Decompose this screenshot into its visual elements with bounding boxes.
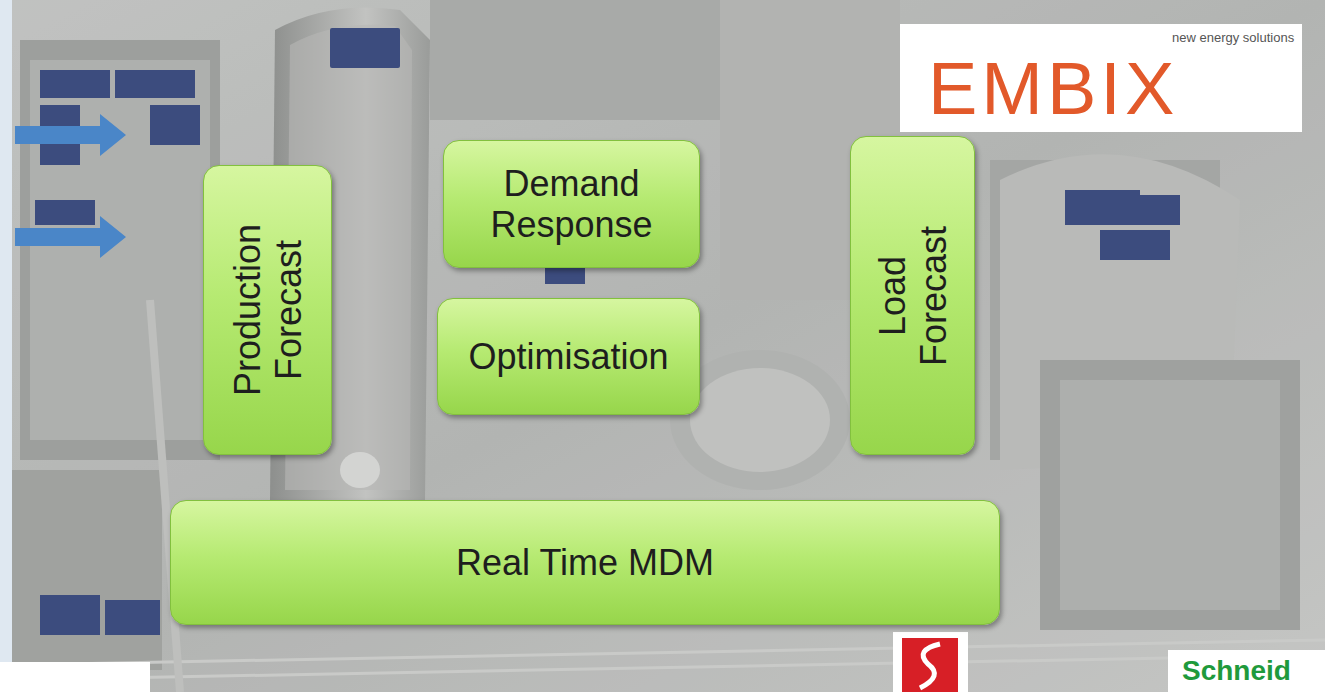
process-box: Optimisation xyxy=(437,298,700,415)
solar-panels xyxy=(40,70,110,98)
logo-footer-patches xyxy=(0,650,1325,692)
logo-tagline: new energy solutions xyxy=(1172,31,1294,44)
logo-footer-patches xyxy=(0,662,150,692)
buildings xyxy=(340,452,380,488)
solar-panels xyxy=(330,28,400,68)
input-arrows xyxy=(15,114,126,258)
box-text: Load Forecast xyxy=(871,196,954,396)
logo-panel xyxy=(900,24,1302,132)
buildings xyxy=(20,40,220,460)
buildings xyxy=(1060,380,1280,610)
buildings xyxy=(12,470,162,670)
road xyxy=(12,655,1325,680)
input-arrows xyxy=(15,216,126,258)
logo-footer-patches xyxy=(1168,650,1325,692)
buildings xyxy=(30,60,210,440)
buildings xyxy=(430,0,730,120)
box-text: Production Forecast xyxy=(226,210,309,410)
photo-ground xyxy=(12,0,1325,692)
logo-wordmark: EMBIX xyxy=(928,52,1178,126)
solar-panels xyxy=(1100,230,1170,260)
box-text: Optimisation xyxy=(449,336,689,377)
red-logo xyxy=(893,632,968,692)
solar-panels xyxy=(545,268,585,284)
logo-wordmark: Schneid xyxy=(1182,657,1291,685)
buildings xyxy=(690,368,830,472)
solar-panels xyxy=(40,595,100,635)
platform-bar: Real Time MDM xyxy=(170,500,1000,625)
solar-panels xyxy=(1140,195,1180,225)
solar-panels xyxy=(1065,190,1140,225)
buildings xyxy=(12,0,1300,670)
solar-panels xyxy=(35,200,95,225)
solar-panels xyxy=(115,70,195,98)
box-label: Load Forecast xyxy=(871,196,954,396)
input-arrows xyxy=(15,114,126,156)
box-label: Real Time MDM xyxy=(235,542,935,583)
box-text: Demand Response xyxy=(467,163,677,246)
road xyxy=(150,300,180,692)
red-logo xyxy=(902,638,958,692)
box-label: Optimisation xyxy=(449,336,689,377)
forecast-box: Production Forecast xyxy=(203,165,332,455)
process-box: Demand Response xyxy=(443,140,700,268)
road xyxy=(12,640,1325,665)
box-text: Real Time MDM xyxy=(235,542,935,583)
box-label: Demand Response xyxy=(467,163,677,246)
logo-panel xyxy=(900,24,1302,132)
box-label: Production Forecast xyxy=(226,210,309,410)
buildings xyxy=(1040,360,1300,630)
solar-panels xyxy=(35,28,1180,635)
red-logo xyxy=(893,632,968,692)
photo-ground xyxy=(12,0,1325,692)
forecast-box: Load Forecast xyxy=(850,136,975,455)
solar-panels xyxy=(150,105,200,145)
photo-ground xyxy=(12,0,1325,692)
red-logo xyxy=(920,644,940,688)
solar-panels xyxy=(105,600,160,635)
